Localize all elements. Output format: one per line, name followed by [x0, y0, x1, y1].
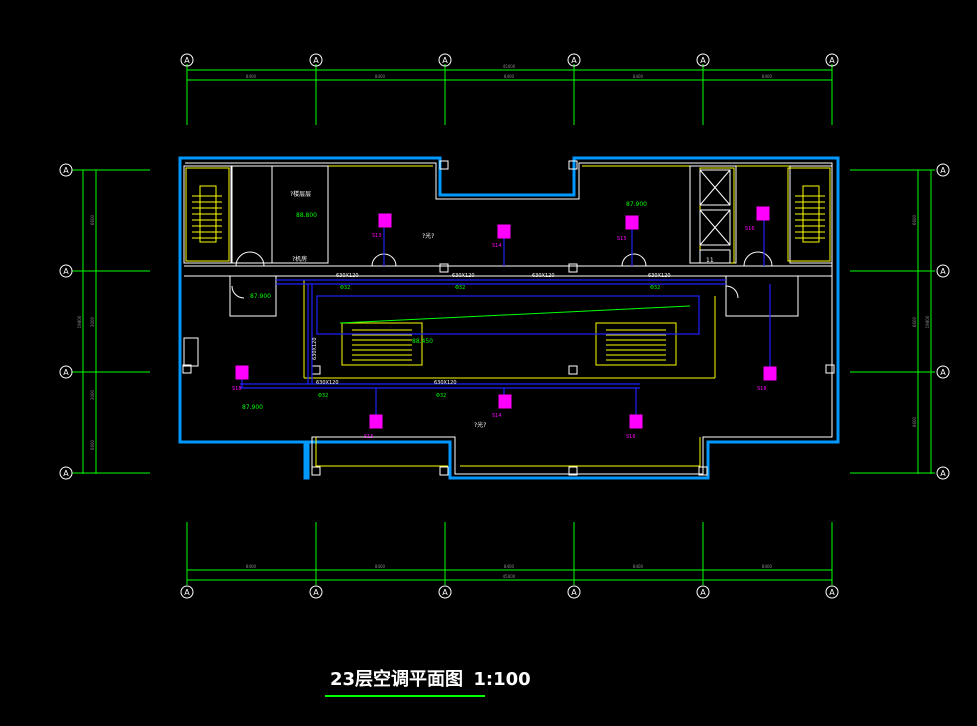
- axis-bubble-label: A: [700, 56, 706, 65]
- dimension-total-left: 19800: [77, 315, 82, 328]
- dimension-segment: 8400: [633, 564, 644, 569]
- dimension-segment: 8400: [633, 74, 644, 79]
- duct-label: 630X120: [434, 380, 457, 386]
- axis-bubble-label: A: [313, 56, 319, 65]
- duct-label: 630X120: [452, 273, 475, 279]
- room-label: ?机房: [292, 255, 307, 263]
- duct-label: 630X120: [312, 337, 318, 360]
- dimension-total-bottom: 45000: [503, 574, 516, 579]
- dimension-segment: 6600: [90, 214, 95, 225]
- room-label: 11: [706, 257, 714, 264]
- dimension-total-right: 19800: [925, 315, 930, 328]
- dimension-segment: 8400: [762, 74, 773, 79]
- outer-wall: [178, 156, 840, 480]
- axis-bubble-label: A: [571, 56, 577, 65]
- dimension-segment: 8400: [375, 74, 386, 79]
- elevation-label: 88.800: [296, 212, 317, 219]
- stair-right-tower: [795, 185, 825, 243]
- pipe-label: Φ32: [650, 285, 660, 291]
- duct-label: 630X120: [648, 273, 671, 279]
- axis-bubble-label: A: [63, 267, 69, 276]
- dimension-segment: 8400: [504, 564, 515, 569]
- axis-bubble-label: A: [63, 368, 69, 377]
- room-label: ?光?: [422, 232, 434, 240]
- duct-label: 630X120: [316, 380, 339, 386]
- unit-label: S14: [492, 413, 502, 419]
- dimension-segment: 6600: [912, 214, 917, 225]
- stair-left-tower: [192, 185, 222, 243]
- room-label: ?楼层层: [290, 190, 311, 198]
- elevation-label: 87.900: [250, 293, 271, 300]
- unit-label: S14: [492, 243, 502, 249]
- elevation-label: 88.450: [412, 338, 433, 345]
- dimension-segment: 6600: [90, 439, 95, 450]
- left-axis-group: [72, 169, 150, 474]
- axis-bubble-label: A: [940, 368, 946, 377]
- drawing-scale: 1:100: [473, 669, 531, 690]
- unit-label: S15: [617, 236, 627, 242]
- dimension-total-top: 45000: [503, 64, 516, 69]
- axis-bubble-label: A: [571, 588, 577, 597]
- elevator-shafts: [699, 169, 731, 264]
- columns: [182, 160, 835, 476]
- axis-bubble-label: A: [184, 588, 190, 597]
- dimension-segment: 3000: [90, 389, 95, 400]
- dimension-segment: 8400: [246, 564, 257, 569]
- axis-bubble-label: A: [940, 166, 946, 175]
- axis-bubble-label: A: [313, 588, 319, 597]
- pipe-label: Φ32: [318, 393, 328, 399]
- unit-label: S13: [372, 233, 382, 239]
- duct-label: 630X120: [336, 273, 359, 279]
- dimension-segment: 6600: [912, 316, 917, 327]
- dimension-segment: 3000: [90, 316, 95, 327]
- bottom-axis-group: [186, 522, 833, 585]
- dimension-segment: 8400: [762, 564, 773, 569]
- axis-bubble-label: A: [63, 469, 69, 478]
- axis-bubble-label: A: [442, 56, 448, 65]
- unit-label: S18: [757, 386, 767, 392]
- duct-label: 630X120: [532, 273, 555, 279]
- top-axis-bubbles: [180, 53, 839, 67]
- unit-label: S15: [364, 434, 374, 440]
- pipe-label: Φ32: [455, 285, 465, 291]
- axis-bubble-label: A: [829, 588, 835, 597]
- axis-bubble-label: A: [442, 588, 448, 597]
- unit-label: S16: [745, 226, 755, 232]
- axis-bubble-label: A: [829, 56, 835, 65]
- unit-label: S16: [626, 434, 636, 440]
- dimension-segment: 8400: [246, 74, 257, 79]
- pipe-label: Φ32: [340, 285, 350, 291]
- top-axis-group: [186, 64, 833, 125]
- room-label: ?光?: [474, 421, 486, 429]
- dimension-segment: 6600: [912, 416, 917, 427]
- axis-bubble-label: A: [63, 166, 69, 175]
- drawing-title-text: 23层空调平面图: [330, 669, 464, 690]
- right-axis-group: [850, 169, 935, 474]
- dimension-segment: 8400: [375, 564, 386, 569]
- axis-bubble-label: A: [700, 588, 706, 597]
- pipe-label: Φ32: [436, 393, 446, 399]
- stair-left-core: [341, 322, 423, 366]
- elevation-label: 87.900: [626, 201, 647, 208]
- elevation-label: 87.900: [242, 404, 263, 411]
- unit-label: S18: [232, 386, 242, 392]
- ac-units: [235, 206, 777, 429]
- axis-bubble-label: A: [184, 56, 190, 65]
- dimension-segment: 8400: [504, 74, 515, 79]
- stair-right-core: [595, 322, 677, 366]
- drawing-title: 23层空调平面图 1:100: [330, 665, 531, 691]
- title-underline: [325, 695, 485, 697]
- doors: [231, 251, 773, 299]
- axis-bubble-label: A: [940, 469, 946, 478]
- axis-bubble-label: A: [940, 267, 946, 276]
